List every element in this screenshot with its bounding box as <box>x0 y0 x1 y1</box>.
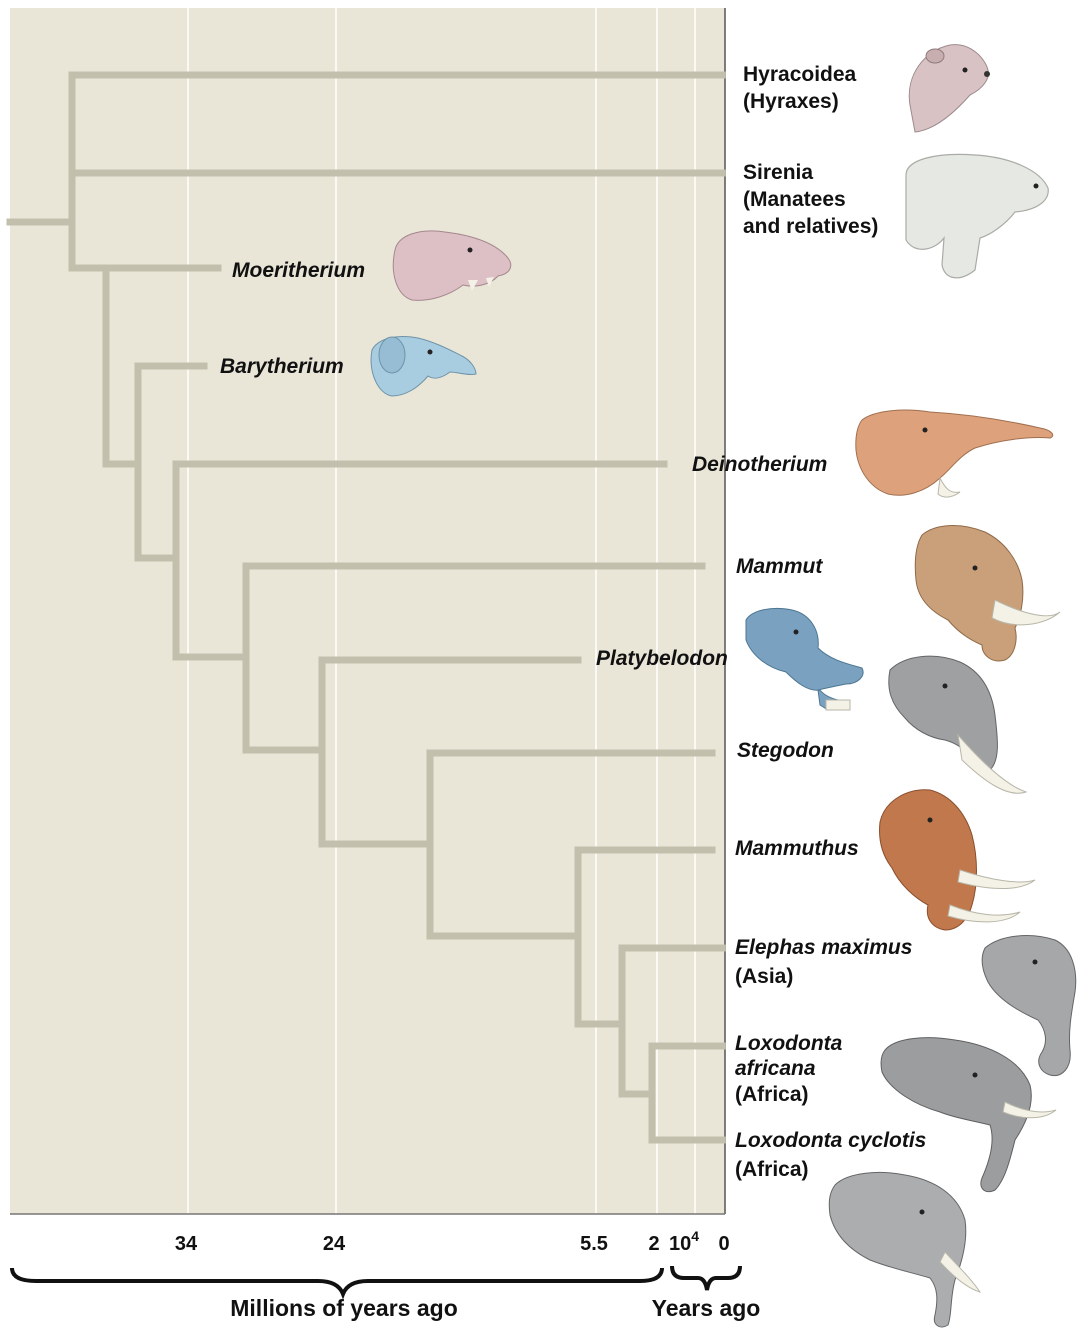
stegodon-head-icon <box>889 656 1026 793</box>
label-elephas-maximus: Elephas maximus (Asia) <box>735 936 918 988</box>
tick-label-base: 10 <box>669 1233 691 1255</box>
label-loxodonta-africana-line: africana <box>735 1057 816 1080</box>
millions-of-years-label: Millions of years ago <box>230 1295 458 1321</box>
years-ago-label: Years ago <box>652 1295 761 1321</box>
label-stegodon: Stegodon <box>737 739 834 762</box>
label-barytherium: Barytherium <box>220 355 344 378</box>
hyrax-head-icon <box>909 45 990 132</box>
label-hyracoidea-line: Hyracoidea <box>743 63 857 86</box>
label-loxodonta-africana-line: (Africa) <box>735 1083 809 1106</box>
platybelodon-head-icon <box>746 608 863 710</box>
label-sirenia-line: (Manatees <box>743 188 846 211</box>
label-loxodonta-africana-line: Loxodonta <box>735 1032 843 1055</box>
tick-label: 34 <box>175 1233 198 1255</box>
manatee-icon <box>906 154 1048 277</box>
millions-brace <box>12 1268 662 1294</box>
tick-label: 2 <box>648 1233 659 1255</box>
label-mammuthus: Mammuthus <box>735 837 859 860</box>
tick-label: 104 <box>669 1228 699 1255</box>
african-forest-elephant-head-icon <box>829 1172 980 1326</box>
label-deinotherium: Deinotherium <box>692 453 827 476</box>
label-sirenia: Sirenia (Manatees and relatives) <box>743 161 878 238</box>
time-axis-ticks: 34 24 5.5 2 104 0 <box>175 1228 730 1255</box>
years-brace <box>672 1266 740 1290</box>
label-loxodonta-africana: Loxodonta africana (Africa) <box>735 1032 848 1106</box>
tick-label-exponent: 4 <box>691 1228 699 1244</box>
tick-label: 0 <box>718 1233 729 1255</box>
label-hyracoidea: Hyracoidea (Hyraxes) <box>743 63 862 113</box>
label-loxodonta-cyclotis-line: (Africa) <box>735 1158 809 1181</box>
label-mammut: Mammut <box>736 555 823 578</box>
african-bush-elephant-head-icon <box>881 1038 1056 1192</box>
label-loxodonta-cyclotis: Loxodonta cyclotis (Africa) <box>735 1129 932 1181</box>
mammuthus-head-icon <box>880 790 1036 930</box>
mammut-head-icon <box>915 526 1060 661</box>
label-elephas-maximus-line: Elephas maximus <box>735 936 912 959</box>
label-sirenia-line: and relatives) <box>743 215 878 238</box>
tick-label: 5.5 <box>580 1233 608 1255</box>
tick-label: 24 <box>323 1233 346 1255</box>
tree-panel <box>10 8 725 1214</box>
label-elephas-maximus-line: (Asia) <box>735 965 793 988</box>
deinotherium-head-icon <box>856 410 1053 497</box>
label-moeritherium: Moeritherium <box>232 259 365 282</box>
label-platybelodon: Platybelodon <box>596 647 728 670</box>
label-loxodonta-cyclotis-line: Loxodonta cyclotis <box>735 1129 926 1152</box>
label-sirenia-line: Sirenia <box>743 161 813 184</box>
label-hyracoidea-line: (Hyraxes) <box>743 90 839 113</box>
